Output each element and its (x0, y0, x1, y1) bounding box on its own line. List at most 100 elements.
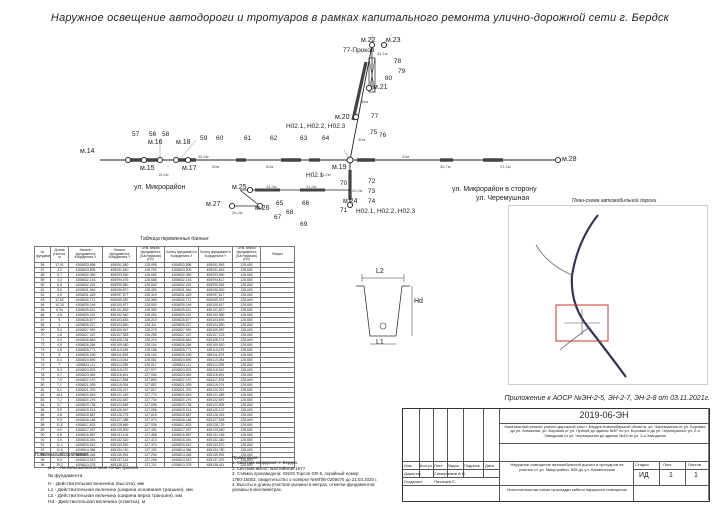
project-description: Капитальный ремонт улично-дорожной сети … (504, 425, 706, 438)
foundation-number: 76 (379, 132, 387, 139)
trench-section (356, 274, 413, 345)
pole-label: м.24 (343, 198, 358, 205)
notes-line: 4. Высоты и длины участков указаны в мет… (232, 482, 375, 488)
foundation-number: 68 (286, 209, 294, 216)
legend-item: Н - Действительная величина (высота), мм (48, 482, 144, 487)
foundation-number: 75 (370, 129, 378, 136)
dim-label: 30м (402, 154, 410, 159)
foundation-number: 66 (302, 200, 310, 207)
col-header: Дата (485, 463, 494, 468)
street-label: ул. Микрорайон (134, 184, 186, 191)
pole-label: м.18 (176, 139, 191, 146)
dim-label: 39м (361, 99, 369, 104)
notes-line: 2. Система высот: Балтийская 1977. (232, 465, 307, 471)
sheets-value: 1 (694, 472, 698, 479)
foundation-number: 56 (149, 131, 157, 138)
cable-label: Н02.1, Н02.2, Н02.3 (356, 208, 416, 215)
pole-label: м.26 (255, 205, 270, 212)
foundation-number: 63 (300, 135, 308, 142)
table-cell: 4206813,378 (164, 462, 199, 468)
lighting-plan (100, 33, 562, 210)
table-cell (260, 462, 295, 468)
foundation-number: 67 (274, 214, 282, 221)
table-header-cell: Разрез (260, 246, 295, 263)
legend-item: L2 - Действительная величина (ширина вер… (48, 494, 183, 499)
notes-line: 1780-15053, свидетельство о поверке №МП/… (232, 476, 378, 482)
sheet-header: Лист (663, 462, 672, 467)
cable-label: 77-Прокол (343, 47, 375, 54)
dim-label: 50м (212, 164, 220, 169)
table-header-cell: Начало фундамента Координата X (68, 246, 103, 263)
foundation-number: 78 (394, 58, 402, 65)
notes-line: указаны в миллиметрах. (232, 487, 283, 493)
dim-label: 50м (266, 164, 274, 169)
foundation-number: 58 (162, 131, 170, 138)
table-cell: 455138,411 (198, 462, 233, 468)
stage-header: Стадия (635, 462, 649, 467)
appendix-note: Приложение к АОСР №ЭН-2-5, ЭН-2-7, ЭН-2-… (504, 395, 710, 402)
pole-label: м.20 (335, 114, 350, 121)
foundation-number: 80 (385, 75, 393, 82)
foundation-number: 65 (276, 200, 284, 207)
dim-label: 38,4м (198, 154, 209, 159)
pole-label: м.14 (80, 148, 95, 155)
role-director: Директор (404, 471, 422, 476)
drawing-subtitle: Исполнительная схема прокладки кабеля на… (507, 488, 627, 492)
foundation-number: 64 (322, 135, 330, 142)
notes-block: Примечания: 1. Система координат: г. Бер… (232, 455, 402, 493)
table-header-cell: Конец фундамента Координата Y (198, 246, 233, 263)
role-surveyor: Геодезист (404, 479, 423, 484)
dim-label: 56,2м (320, 172, 331, 177)
document-code: 2019-06-ЭН (579, 410, 629, 420)
table-header-cell: № фундамента (34, 246, 51, 263)
foundation-number: 79 (398, 68, 406, 75)
col-header: Лист (434, 463, 443, 468)
foundation-number: 70 (340, 180, 348, 187)
foundation-number: 74 (368, 198, 376, 205)
col-header: Кол.уч (420, 463, 432, 468)
foundation-number: 72 (368, 178, 376, 185)
dim-label: 26,4м (232, 210, 243, 215)
col-header: №док. (448, 463, 460, 468)
name-director: Семерников А.Н. (434, 471, 466, 476)
object-name: Наружное освещение автомобильной дороги … (510, 463, 624, 472)
dim-label: 34,1м (377, 51, 388, 56)
foundation-number: 69 (300, 221, 308, 228)
legend-item: № фундамента (48, 474, 83, 479)
dim-label: 31,4м (306, 184, 317, 189)
foundation-number: 71 (340, 207, 348, 214)
dim-label: 21,1м (500, 164, 511, 169)
pole-label: м.17 (182, 165, 197, 172)
north-cable (349, 44, 373, 161)
dim-label: 16,2м (158, 172, 169, 177)
side-stamp (708, 408, 720, 500)
sheet-value: 1 (669, 472, 673, 479)
street-label: ул. Черемушная (476, 195, 530, 202)
table-header-cell: Отм. Верха фундамента (Балтийская) (Н0) (136, 246, 165, 263)
title-block: 2019-06-ЭН Капитальный ремонт улично-дор… (402, 408, 710, 502)
pole-label: м.25 (232, 184, 247, 191)
pole-label: м.22 (361, 37, 376, 44)
dim-label: 26,3м (352, 188, 363, 193)
section-l1: L1 (376, 339, 384, 346)
page-title: Наружное освещение автодороги и тротуаро… (50, 12, 670, 24)
foundation-number: 62 (270, 135, 278, 142)
pole-label: м.21 (373, 84, 388, 91)
table-caption: Таблица переменных данных (140, 236, 209, 242)
pole-label: м.27 (206, 201, 221, 208)
legend-item: L1 - Действительная величина (ширина осн… (48, 488, 193, 493)
col-header: Изм. (404, 463, 413, 468)
notes-line: 3. Съёмка произведена: GNSS Topcon GR-5,… (232, 471, 359, 477)
notes-line: 1. Система координат: г. Бердск. (232, 460, 299, 466)
section-l2: L2 (376, 268, 384, 275)
name-surveyor: Пичищев С. (434, 479, 457, 484)
notes-heading: Примечания: (232, 455, 259, 460)
